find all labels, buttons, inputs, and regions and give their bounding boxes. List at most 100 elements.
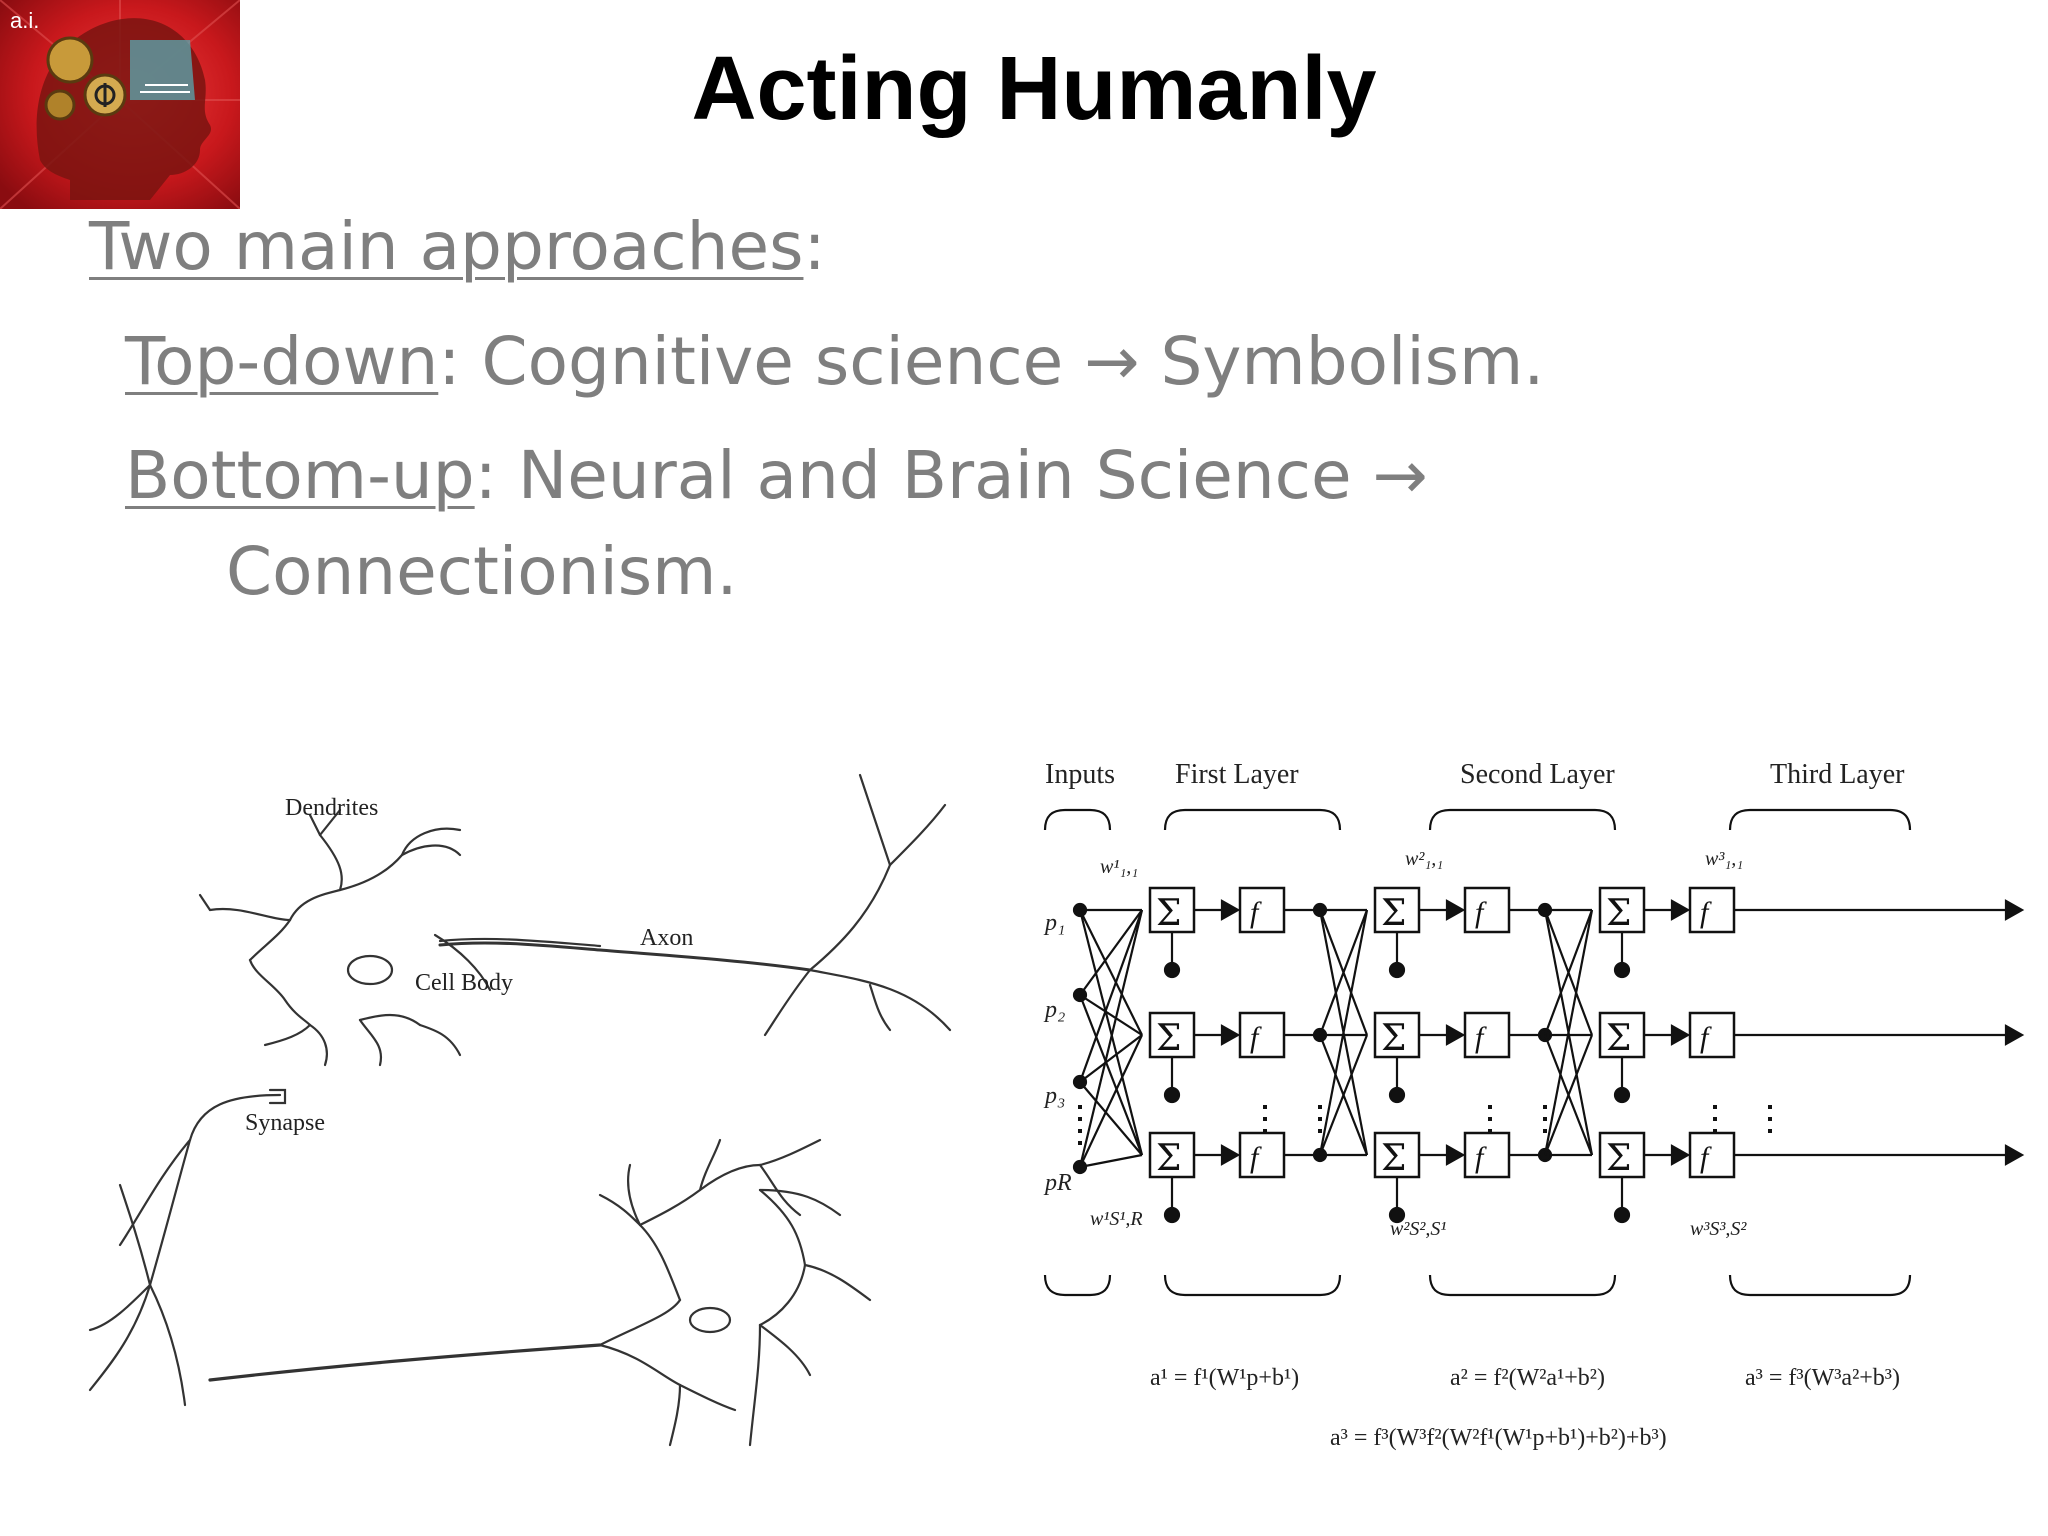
arrow-head (1220, 1144, 1241, 1166)
layer-brace (1163, 808, 1342, 831)
weight-connection (1078, 909, 1144, 1083)
transfer-box (1238, 886, 1286, 934)
transfer-box (1463, 1131, 1511, 1179)
cell-body-label: Cell Body (415, 970, 513, 996)
synapse-label: Synapse (245, 1110, 325, 1136)
lower-neuron (208, 1138, 872, 1447)
sum-box (1598, 1011, 1646, 1059)
sigma-symbol: Σ (1156, 893, 1181, 934)
weight-connection (1078, 909, 1144, 1156)
layer-brace (1163, 1274, 1342, 1297)
sigma-symbol: Σ (1606, 893, 1631, 934)
slide-title: Acting Humanly (691, 39, 1377, 139)
neuron-diagram: Dendrites Axon Cell Body Synapse (40, 745, 1000, 1460)
first-layer-label: First Layer (1175, 759, 1299, 790)
equation-overall: a³ = f³(W³f²(W²f¹(W¹p+b¹)+b²)+b³) (1330, 1425, 1667, 1451)
bias-node (1163, 961, 1181, 979)
transfer-box (1688, 1011, 1736, 1059)
inputs-label: Inputs (1045, 759, 1115, 790)
weight-connection (1078, 994, 1144, 1156)
output-arrow (2004, 899, 2025, 921)
bias-node (1163, 1206, 1181, 1224)
bullet-approaches: Two main approaches: (89, 208, 826, 285)
weight-connection (1318, 909, 1369, 1036)
bias-node (1613, 1206, 1631, 1224)
transfer-box (1688, 1131, 1736, 1179)
bullet-top-down-rest: : Cognitive science → Symbolism. (438, 323, 1545, 400)
bias-node (1388, 1206, 1406, 1224)
arrow-head (1445, 1024, 1466, 1046)
weight-connection (1079, 1034, 1143, 1083)
arrow-head (1220, 899, 1241, 921)
bullet-bottom-up-underlined: Bottom-up (125, 437, 475, 514)
bias-node (1388, 1086, 1406, 1104)
transfer-box (1463, 1011, 1511, 1059)
weight3-last-label: w³S³,S² (1690, 1218, 1747, 1240)
weight-connection (1078, 909, 1144, 1168)
second-layer-label: Second Layer (1460, 759, 1615, 790)
bias-node (1613, 961, 1631, 979)
bias-node (1613, 1086, 1631, 1104)
bullet-top-down-underlined: Top-down (125, 323, 439, 400)
layer-brace (1728, 808, 1912, 831)
equation-layer2: a² = f²(W²a¹+b²) (1450, 1365, 1605, 1391)
layer-brace (1428, 1274, 1617, 1297)
weight-connection (1079, 1034, 1143, 1168)
weight2-last-label: w²S²,S¹ (1390, 1218, 1446, 1240)
weight-connection (1318, 909, 1369, 1156)
input-p3-label: p₃ (1043, 1083, 1065, 1109)
sigma-symbol: Σ (1381, 1018, 1406, 1059)
weight-connection (1543, 909, 1594, 1036)
bullet-approaches-rest: : (803, 208, 826, 285)
transfer-box (1463, 886, 1511, 934)
bullet-connectionism: Connectionism. (226, 533, 738, 610)
arrow-head (1670, 1144, 1691, 1166)
transfer-box (1688, 886, 1736, 934)
bullet-approaches-underlined: Two main approaches (89, 208, 804, 285)
sigma-symbol: Σ (1156, 1018, 1181, 1059)
bias-node (1388, 961, 1406, 979)
transfer-box (1238, 1011, 1286, 1059)
equation-layer1: a¹ = f¹(W¹p+b¹) (1150, 1365, 1299, 1391)
arrow-head (1220, 1024, 1241, 1046)
weight-connection (1079, 1081, 1143, 1156)
layer-brace (1043, 1274, 1112, 1297)
arrow-head (1445, 899, 1466, 921)
arrow-head (1445, 1144, 1466, 1166)
sigma-symbol: Σ (1606, 1018, 1631, 1059)
sigma-symbol: Σ (1381, 1138, 1406, 1179)
bullet-top-down: Top-down: Cognitive science → Symbolism. (125, 323, 1544, 400)
bullet-bottom-up-rest: : Neural and Brain Science → (474, 437, 1428, 514)
transfer-box (1238, 1131, 1286, 1179)
layer-brace (1043, 808, 1112, 831)
sum-box (1148, 886, 1196, 934)
layer-brace (1428, 808, 1617, 831)
arrow-head (1670, 1024, 1691, 1046)
sigma-symbol: Σ (1156, 1138, 1181, 1179)
upper-neuron (88, 773, 952, 1407)
bullet-bottom-up: Bottom-up: Neural and Brain Science → (125, 437, 1428, 514)
weight-connection (1079, 909, 1143, 1036)
weight-connection (1079, 994, 1143, 1036)
arrow-head (1670, 899, 1691, 921)
weight-first-label: w¹₁,₁ (1100, 856, 1138, 878)
weight2-first-label: w²₁,₁ (1405, 848, 1443, 870)
ai-logo: a.i. (0, 0, 241, 210)
axon-label: Axon (640, 925, 693, 951)
weight-connection (1318, 1034, 1369, 1156)
logo-text: a.i. (10, 8, 39, 33)
weight-last-label: w¹S¹,R (1090, 1208, 1143, 1230)
sigma-symbol: Σ (1381, 893, 1406, 934)
input-p2-label: p₂ (1043, 997, 1065, 1023)
equation-layer3: a³ = f³(W³a²+b³) (1745, 1365, 1900, 1391)
weight-connection (1079, 909, 1143, 996)
layer-brace (1728, 1274, 1912, 1297)
weight3-first-label: w³₁,₁ (1705, 848, 1743, 870)
input-p1-label: p₁ (1043, 910, 1065, 936)
output-arrow (2004, 1144, 2025, 1166)
third-layer-label: Third Layer (1770, 759, 1905, 790)
sigma-symbol: Σ (1606, 1138, 1631, 1179)
output-arrow (2004, 1024, 2025, 1046)
weight-connection (1543, 1034, 1594, 1156)
